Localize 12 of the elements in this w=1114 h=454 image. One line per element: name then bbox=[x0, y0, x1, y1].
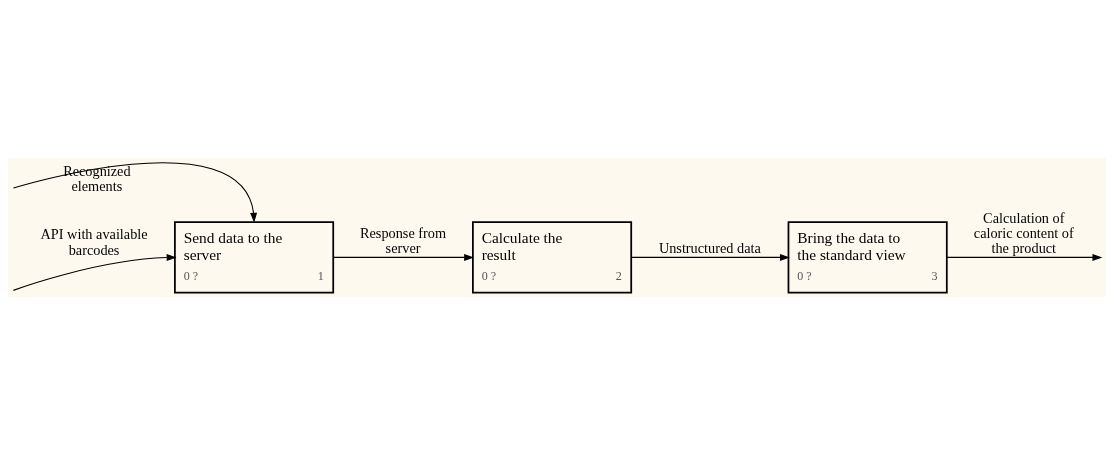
edge-label: Calculation of caloric content of the product bbox=[973, 209, 1074, 256]
arrow bbox=[332, 253, 475, 261]
edge-label: Unstructured data bbox=[658, 239, 761, 256]
node-box: Bring the data to the standard view 0 ? 3 bbox=[787, 220, 948, 293]
arrow bbox=[630, 253, 790, 261]
arrow bbox=[12, 161, 258, 223]
node-box: Calculate the result 0 ? 2 bbox=[472, 220, 633, 293]
arrow bbox=[946, 253, 1103, 261]
arrow bbox=[12, 253, 177, 291]
edge-label: Response from server bbox=[360, 224, 447, 256]
node-box: Send data to the server 0 ? 1 bbox=[174, 220, 335, 293]
edge-label: API with available barcodes bbox=[40, 225, 148, 258]
